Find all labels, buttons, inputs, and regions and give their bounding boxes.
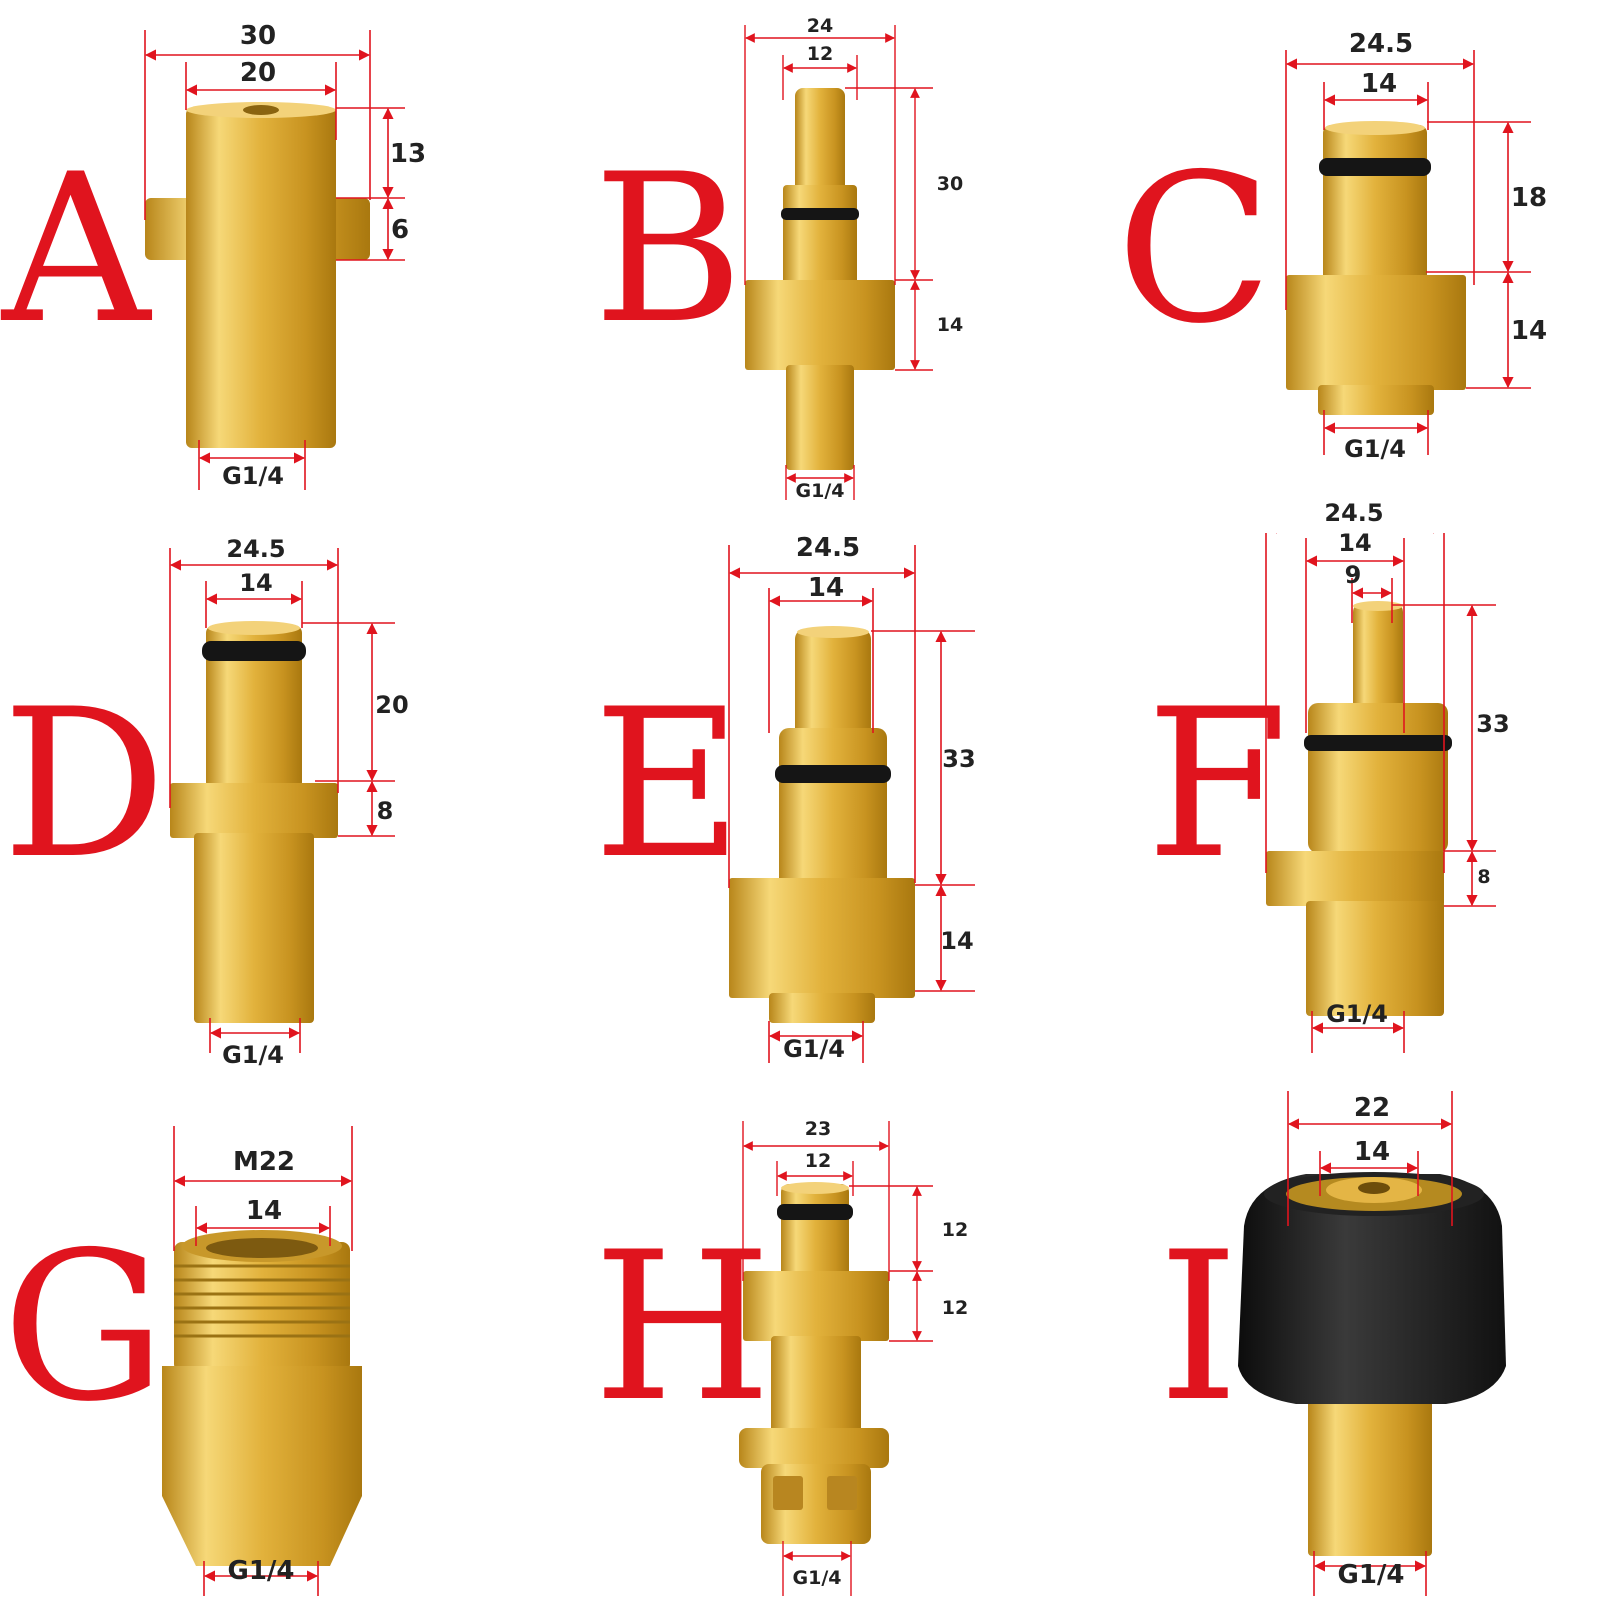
adapter-c-drawing	[1285, 50, 1531, 455]
adapter-d-panel: D 24.5 14 20 8 G1/4	[0, 533, 533, 1066]
adapter-h-drawing	[739, 1121, 933, 1596]
adapter-h-panel: H 23 12 12 12 G1/4	[533, 1066, 1066, 1599]
adapter-b-drawing	[744, 25, 933, 500]
adapter-letter: F	[1146, 666, 1289, 904]
dim-height-bottom: 6	[390, 215, 410, 245]
dim-thread: G1/4	[795, 480, 845, 502]
dim-height-bottom: 8	[376, 797, 394, 825]
adapter-letter: I	[1158, 1209, 1239, 1447]
adapter-letter: E	[593, 666, 743, 904]
dim-height-top: 20	[375, 691, 409, 719]
adapter-b-panel: B 24 12 30 14 G1/4	[533, 0, 1066, 533]
dim-width-outer: 24.5	[1348, 29, 1414, 59]
dim-width-outer: 24	[806, 15, 834, 37]
dim-width-outer: 22	[1353, 1093, 1391, 1123]
dim-thread-size: M22	[232, 1147, 296, 1177]
adapter-f-dim-width-outer: 24.5	[1324, 499, 1384, 527]
dim-height-bottom: 8	[1477, 866, 1491, 888]
adapter-letter: C	[1116, 131, 1273, 369]
dim-width-inner: 14	[807, 573, 845, 603]
adapter-i-drawing	[1238, 1091, 1506, 1596]
dim-thread: G1/4	[792, 1567, 842, 1589]
adapter-g-drawing	[162, 1126, 362, 1596]
dim-height-top: 12	[941, 1219, 969, 1241]
dim-width-outer: 24.5	[226, 535, 286, 563]
dim-thread: G1/4	[783, 1035, 845, 1063]
adapter-letter: D	[2, 666, 167, 904]
adapter-f-panel: F 24.5 14 9 33 8 G1/4	[1066, 533, 1599, 1066]
adapter-d-drawing	[169, 548, 395, 1053]
adapter-g-panel: G M22 14 G1/4	[0, 1066, 533, 1599]
dim-thread: G1/4	[222, 462, 284, 490]
adapter-a-drawing	[144, 30, 405, 490]
adapter-c-panel: C 24.5 14 18 14 G1/4	[1066, 0, 1599, 533]
dim-height-top: 33	[1476, 710, 1510, 738]
dim-thread: G1/4	[1326, 1000, 1388, 1028]
dim-height-bottom: 12	[941, 1297, 969, 1319]
adapter-i-panel: I 22 14 G1/4	[1066, 1066, 1599, 1599]
adapter-f-drawing	[1265, 533, 1496, 1053]
adapter-a-panel: A 30 20 13 6 G1/4	[0, 0, 533, 533]
dim-width-inner: 14	[245, 1196, 283, 1226]
dim-height-bottom: 14	[1510, 316, 1548, 346]
adapter-letter: G	[2, 1209, 166, 1447]
dim-width-tip: 9	[1344, 561, 1362, 589]
dim-width-inner: 12	[804, 1150, 832, 1172]
adapter-e-panel: E 24.5 14 33 14 G1/4	[533, 533, 1066, 1066]
adapter-letter: A	[2, 131, 151, 369]
dim-width-inner: 14	[1338, 533, 1372, 557]
dim-height-top: 33	[942, 745, 976, 773]
adapter-e-drawing	[728, 545, 975, 1063]
adapter-letter: H	[593, 1209, 772, 1447]
dim-height-bottom: 14	[936, 314, 964, 336]
dim-width-inner: 20	[239, 58, 277, 88]
dim-thread: G1/4	[1344, 435, 1406, 463]
adapter-letter: B	[593, 131, 744, 369]
dim-thread: G1/4	[1337, 1560, 1405, 1590]
dim-width-outer: 30	[239, 21, 277, 51]
dim-width-outer: 23	[804, 1118, 832, 1140]
dim-width-outer: 24.5	[795, 533, 861, 563]
dim-width-inner: 14	[239, 569, 273, 597]
dim-height-top: 30	[936, 173, 964, 195]
dim-height-top: 13	[389, 139, 427, 169]
dim-thread: G1/4	[227, 1556, 295, 1586]
dim-width-inner: 14	[1360, 69, 1398, 99]
dim-width-inner: 14	[1353, 1137, 1391, 1167]
dim-width-inner: 12	[806, 43, 834, 65]
dim-thread: G1/4	[222, 1041, 284, 1066]
dim-height-top: 18	[1510, 183, 1548, 213]
dim-height-bottom: 14	[940, 927, 974, 955]
